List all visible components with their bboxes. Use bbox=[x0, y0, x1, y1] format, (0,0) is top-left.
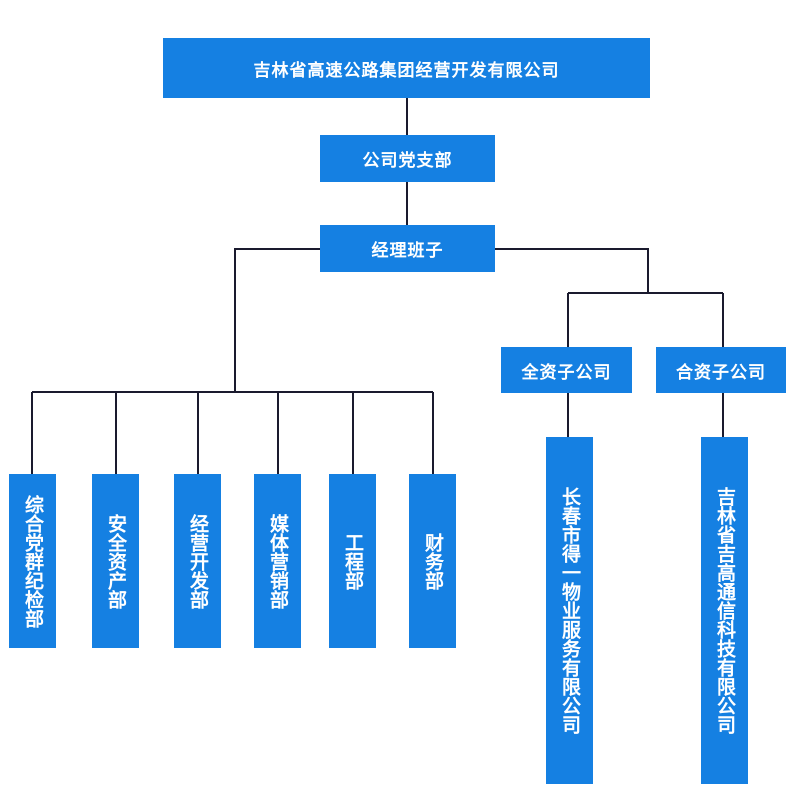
department-box: 经营开发部 bbox=[174, 474, 221, 648]
subsidiary-company-box: 吉林省吉高通信科技有限公司 bbox=[701, 437, 748, 784]
subsidiary-box: 合资子公司 bbox=[656, 347, 786, 393]
subsidiary-company-box: 长春市得一物业服务有限公司 bbox=[546, 437, 593, 784]
department-box: 工程部 bbox=[329, 474, 376, 648]
department-box: 媒体营销部 bbox=[254, 474, 301, 648]
subsidiary-label: 合资子公司 bbox=[676, 362, 766, 383]
subsidiary-label: 全资子公司 bbox=[521, 362, 612, 383]
subsidiary-box: 全资子公司 bbox=[501, 347, 632, 393]
department-label: 媒体营销部 bbox=[267, 513, 289, 609]
department-box: 综合党群纪检部 bbox=[9, 474, 56, 648]
management-label: 经理班子 bbox=[371, 241, 444, 261]
department-label: 安全资产部 bbox=[105, 513, 127, 609]
party-branch-label: 公司党支部 bbox=[362, 151, 453, 171]
department-label: 综合党群纪检部 bbox=[22, 494, 44, 628]
party-branch-box: 公司党支部 bbox=[320, 135, 495, 182]
company-root-box: 吉林省高速公路集团经营开发有限公司 bbox=[163, 38, 650, 98]
department-label: 工程部 bbox=[342, 532, 364, 590]
department-label: 经营开发部 bbox=[187, 513, 209, 609]
management-box: 经理班子 bbox=[320, 225, 495, 272]
department-box: 安全资产部 bbox=[92, 474, 139, 648]
subsidiary-company-label: 长春市得一物业服务有限公司 bbox=[559, 487, 581, 734]
department-label: 财务部 bbox=[422, 532, 444, 590]
subsidiary-company-label: 吉林省吉高通信科技有限公司 bbox=[714, 487, 736, 734]
department-box: 财务部 bbox=[409, 474, 456, 648]
company-root-label: 吉林省高速公路集团经营开发有限公司 bbox=[253, 60, 560, 81]
